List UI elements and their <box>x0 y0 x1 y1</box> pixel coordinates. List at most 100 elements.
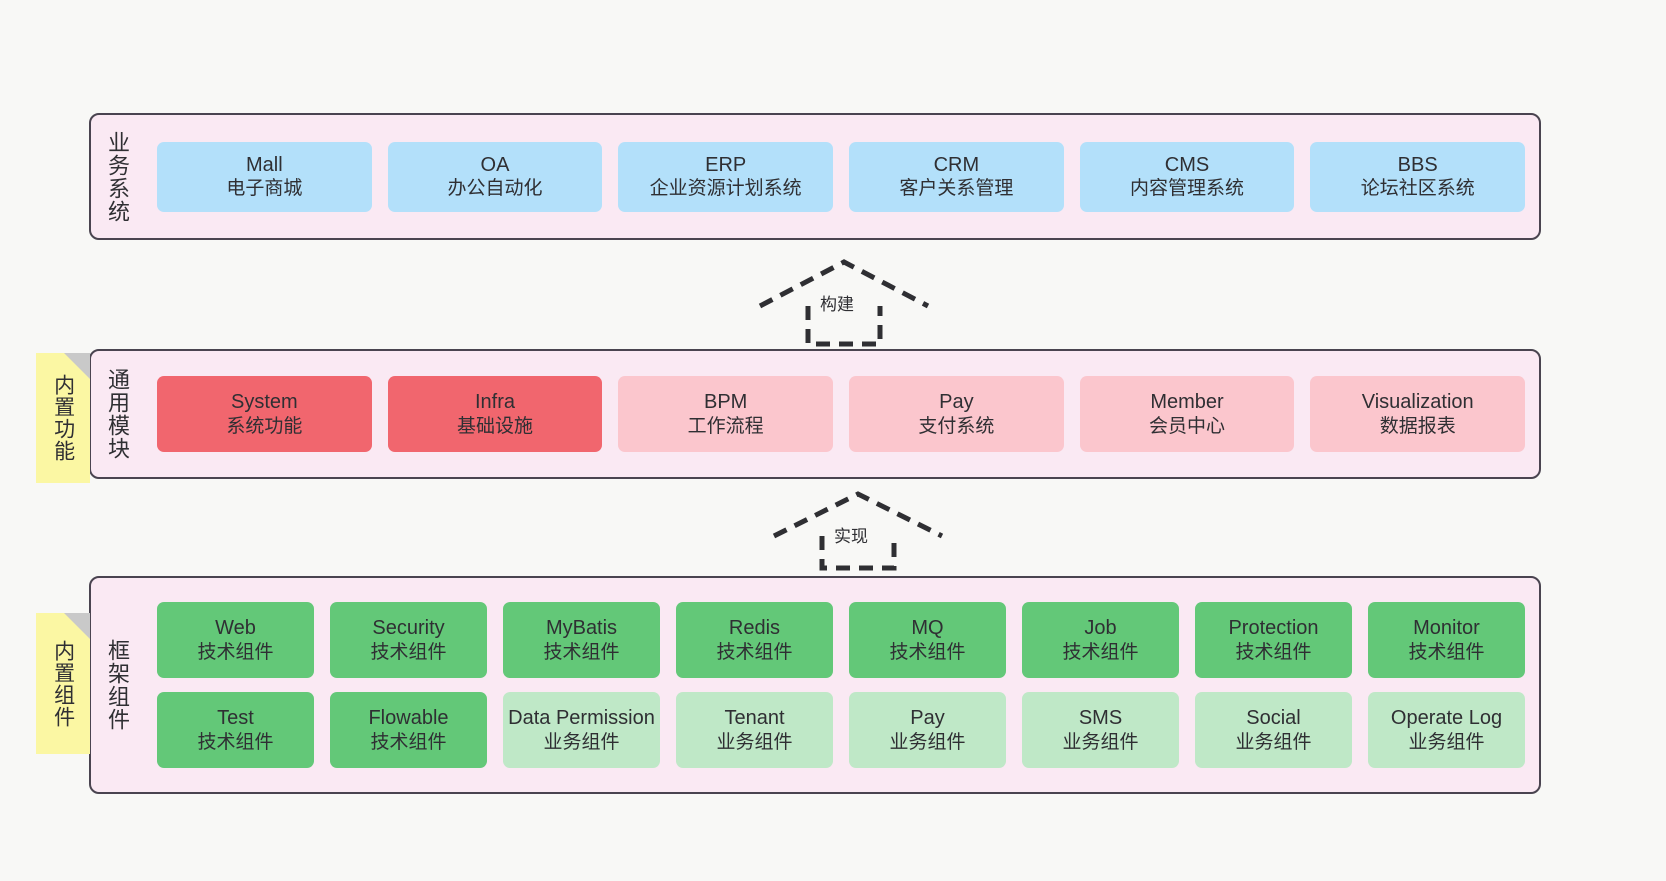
card-title-cn: 技术组件 <box>1062 641 1139 663</box>
card-web[interactable]: Web 技术组件 <box>157 602 314 678</box>
card-title-cn: 业务组件 <box>543 731 620 753</box>
card-title-cn: 内容管理系统 <box>1130 178 1245 200</box>
card-title-en: Test <box>217 707 254 730</box>
card-title-en: Pay <box>939 391 974 414</box>
card-title-en: Mall <box>246 153 283 176</box>
card-title-en: Flowable <box>368 707 449 730</box>
card-oa[interactable]: OA 办公自动化 <box>387 141 603 212</box>
arrow-implement: 实现 <box>770 490 946 571</box>
card-visualization[interactable]: Visualization 数据报表 <box>1310 376 1526 452</box>
layer-body-framework-components: Web 技术组件 Security 技术组件 MyBatis 技术组件 Redi… <box>143 578 1539 792</box>
card-protection[interactable]: Protection 技术组件 <box>1195 602 1352 678</box>
card-title-en: Tenant <box>724 707 785 730</box>
card-title-cn: 技术组件 <box>370 641 447 663</box>
card-title-cn: 技术组件 <box>1235 641 1312 663</box>
card-title-en: CMS <box>1164 153 1210 176</box>
dashed-generalization-arrow-icon <box>758 259 930 347</box>
card-title-cn: 业务组件 <box>1235 731 1312 753</box>
card-title-cn: 技术组件 <box>889 641 966 663</box>
card-title-cn: 技术组件 <box>543 641 620 663</box>
card-row: Mall 电子商城 OA 办公自动化 ERP 企业资源计划系统 CRM 客户关系… <box>157 141 1526 212</box>
card-title-en: Visualization <box>1361 391 1474 414</box>
card-title-en: MyBatis <box>545 617 618 640</box>
card-flowable[interactable]: Flowable 技术组件 <box>330 692 487 768</box>
card-title-cn: 技术组件 <box>1408 641 1485 663</box>
card-cms[interactable]: CMS 内容管理系统 <box>1079 141 1295 212</box>
layer-body-common-modules: System 系统功能 Infra 基础设施 BPM 工作流程 Pay 支付系统… <box>143 351 1539 477</box>
card-title-en: Pay <box>910 707 945 730</box>
card-title-cn: 技术组件 <box>197 641 274 663</box>
card-title-en: Web <box>215 617 256 640</box>
card-title-cn: 业务组件 <box>1062 731 1139 753</box>
card-title-en: BPM <box>704 391 748 414</box>
card-title-en: Social <box>1246 707 1301 730</box>
card-title-en: Protection <box>1228 617 1319 640</box>
card-title-en: ERP <box>705 153 747 176</box>
card-test[interactable]: Test 技术组件 <box>157 692 314 768</box>
sticky-note-label: 内置组件 <box>51 639 75 728</box>
card-monitor[interactable]: Monitor 技术组件 <box>1368 602 1525 678</box>
card-social[interactable]: Social 业务组件 <box>1195 692 1352 768</box>
card-operate-log[interactable]: Operate Log 业务组件 <box>1368 692 1525 768</box>
sticky-fold-corner-icon <box>64 353 90 379</box>
card-title-en: Monitor <box>1413 617 1480 640</box>
card-title-cn: 办公自动化 <box>447 178 543 200</box>
card-title-en: Infra <box>474 391 516 414</box>
card-row: System 系统功能 Infra 基础设施 BPM 工作流程 Pay 支付系统… <box>157 376 1526 452</box>
card-title-en: SMS <box>1078 707 1123 730</box>
card-title-en: Member <box>1150 391 1224 414</box>
card-title-en: Job <box>1084 617 1117 640</box>
card-title-cn: 业务组件 <box>716 731 793 753</box>
card-mybatis[interactable]: MyBatis 技术组件 <box>503 602 660 678</box>
card-title-en: OA <box>480 153 510 176</box>
card-data-permission[interactable]: Data Permission 业务组件 <box>503 692 660 768</box>
layer-business-systems: 业务系统 Mall 电子商城 OA 办公自动化 ERP 企业资源计划系统 CRM… <box>89 113 1541 240</box>
card-title-cn: 工作流程 <box>687 415 764 437</box>
card-title-cn: 技术组件 <box>716 641 793 663</box>
card-title-en: Redis <box>728 617 781 640</box>
card-title-cn: 系统功能 <box>226 415 303 437</box>
card-member[interactable]: Member 会员中心 <box>1079 376 1295 452</box>
layer-title-business-systems: 业务系统 <box>104 130 130 223</box>
card-redis[interactable]: Redis 技术组件 <box>676 602 833 678</box>
card-sms[interactable]: SMS 业务组件 <box>1022 692 1179 768</box>
card-title-en: Data Permission <box>508 707 655 730</box>
sticky-note-builtin-components: 内置组件 <box>36 613 90 754</box>
layer-title-common-modules: 通用模块 <box>104 368 130 460</box>
card-title-cn: 客户关系管理 <box>899 178 1014 200</box>
card-crm[interactable]: CRM 客户关系管理 <box>849 141 1064 212</box>
dashed-generalization-arrow-icon <box>772 491 944 571</box>
layer-framework-components: 框架组件 Web 技术组件 Security 技术组件 MyBatis 技术组件… <box>89 576 1541 794</box>
card-title-cn: 支付系统 <box>918 415 995 437</box>
card-infra[interactable]: Infra 基础设施 <box>387 376 603 452</box>
card-erp[interactable]: ERP 企业资源计划系统 <box>618 141 834 212</box>
card-title-cn: 数据报表 <box>1379 415 1456 437</box>
card-title-cn: 技术组件 <box>370 731 447 753</box>
card-pay-component[interactable]: Pay 业务组件 <box>849 692 1006 768</box>
card-title-en: BBS <box>1397 153 1438 176</box>
card-mq[interactable]: MQ 技术组件 <box>849 602 1006 678</box>
card-title-en: System <box>230 391 298 414</box>
card-title-en: Security <box>372 617 445 640</box>
card-pay-module[interactable]: Pay 支付系统 <box>849 376 1064 452</box>
card-title-cn: 基础设施 <box>457 415 534 437</box>
card-system[interactable]: System 系统功能 <box>157 376 372 452</box>
card-title-cn: 电子商城 <box>226 178 303 200</box>
layer-title-framework-components: 框架组件 <box>104 639 130 731</box>
card-job[interactable]: Job 技术组件 <box>1022 602 1179 678</box>
card-title-en: CRM <box>933 153 980 176</box>
card-bbs[interactable]: BBS 论坛社区系统 <box>1310 141 1526 212</box>
card-mall[interactable]: Mall 电子商城 <box>157 141 372 212</box>
card-bpm[interactable]: BPM 工作流程 <box>618 376 834 452</box>
card-row: Test 技术组件 Flowable 技术组件 Data Permission … <box>157 692 1525 768</box>
arrow-build: 构建 <box>756 258 932 347</box>
card-title-cn: 技术组件 <box>197 731 274 753</box>
card-security[interactable]: Security 技术组件 <box>330 602 487 678</box>
card-tenant[interactable]: Tenant 业务组件 <box>676 692 833 768</box>
sticky-note-builtin-features: 内置功能 <box>36 353 90 483</box>
arrow-label-build: 构建 <box>818 290 856 315</box>
card-row: Web 技术组件 Security 技术组件 MyBatis 技术组件 Redi… <box>157 602 1525 678</box>
arrow-label-implement: 实现 <box>832 522 870 547</box>
layer-common-modules: 通用模块 System 系统功能 Infra 基础设施 BPM 工作流程 Pay… <box>89 349 1541 479</box>
